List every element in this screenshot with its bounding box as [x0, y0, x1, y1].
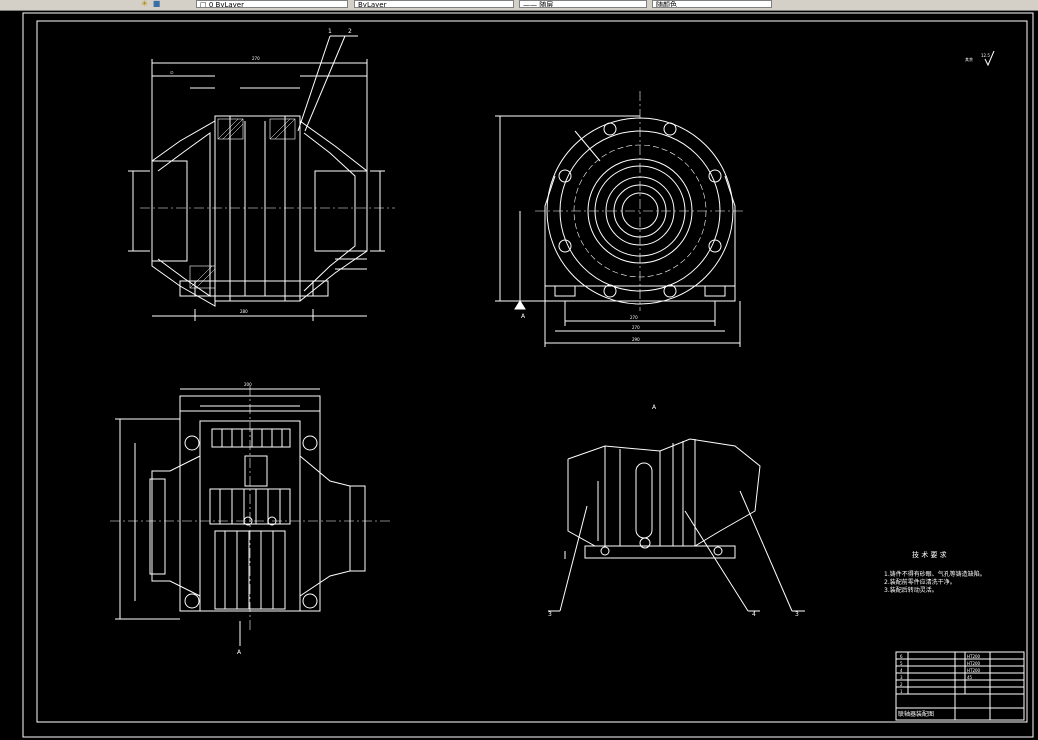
datum-label: A	[521, 313, 526, 320]
leader-label-2: 2	[348, 28, 352, 35]
bom-row-material: HT200	[967, 654, 981, 659]
bom-row-no: 6	[900, 654, 903, 659]
leader-label-3-left: 3	[548, 611, 552, 618]
leader-label-4: 4	[752, 611, 756, 618]
dim-text: 270	[632, 325, 640, 330]
layer-lock-icon[interactable]: ■	[152, 0, 161, 8]
layer-state-icon[interactable]: ☀	[140, 0, 149, 8]
front-section-view	[128, 35, 395, 321]
tech-req-line-2: 2.装配前零件应清洗干净。	[884, 578, 956, 586]
dim-text: 270	[630, 315, 638, 320]
title-block	[895, 651, 1025, 721]
linetype-combo[interactable]: ByLayer	[354, 0, 514, 8]
roughness-prefix: 其余	[965, 56, 973, 62]
view-a	[548, 438, 805, 612]
bom-row-no: 3	[900, 675, 903, 680]
side-view	[495, 91, 745, 347]
bom-row-no: 1	[900, 689, 903, 694]
dim-text: 270	[252, 56, 260, 61]
leader-label-1: 1	[328, 28, 332, 35]
property-toolbar: ☀ ■ □ 0 ByLayer ByLayer —— 随层 随颜色	[0, 0, 1038, 11]
bom-row-material: 45	[967, 675, 973, 680]
tech-req-heading: 技 术 要 求	[912, 550, 947, 559]
dim-text: 280	[240, 309, 248, 314]
inner-frame	[36, 20, 1028, 723]
bom-row-no: 5	[900, 661, 903, 666]
plotstyle-combo[interactable]: 随颜色	[652, 0, 772, 8]
view-a-arrow-label: A	[237, 649, 242, 656]
bom-row-material: HT200	[967, 668, 981, 673]
dim-text: 200	[244, 382, 252, 387]
layer-combo[interactable]: □ 0 ByLayer	[196, 0, 348, 8]
top-view	[110, 386, 390, 646]
cad-drawing-canvas[interactable]: 270 ∅ 280 270 270 290 200 1 2 3 4 3 A A …	[0, 11, 1038, 740]
view-a-label: A	[652, 404, 657, 411]
tech-req-line-1: 1.铸件不得有砂眼、气孔等铸造缺陷。	[884, 570, 986, 578]
bom-row-no: 4	[900, 668, 903, 673]
leader-label-3-right: 3	[795, 611, 799, 618]
roughness-symbol	[984, 50, 995, 67]
drawing-title: 联轴器装配图	[898, 710, 934, 718]
lineweight-combo[interactable]: —— 随层	[519, 0, 647, 8]
tech-req-line-3: 3.装配后转动灵活。	[884, 586, 938, 594]
bom-row-no: 2	[900, 682, 903, 687]
outer-frame	[22, 12, 1034, 738]
roughness-value: 12.5	[981, 53, 990, 58]
dim-text: 290	[632, 337, 640, 342]
bom-row-material: HT200	[967, 661, 981, 666]
dim-text: ∅	[170, 70, 174, 75]
